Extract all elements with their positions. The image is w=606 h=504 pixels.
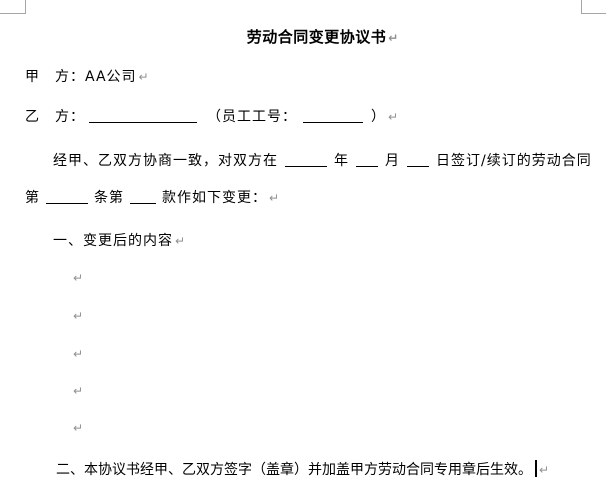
section-2-line[interactable]: 二、本协议书经甲、乙双方签字（盖章）并加盖甲方劳动合同专用章后生效。 ↵ xyxy=(56,460,549,480)
day-blank[interactable] xyxy=(407,154,429,167)
clause-word-tail: 款作如下变更： xyxy=(162,190,267,206)
paragraph-mark-icon: ↵ xyxy=(73,309,84,323)
document-title: 劳动合同变更协议书 xyxy=(246,28,387,46)
clause-word-first: 第 xyxy=(25,190,40,206)
party-b-line[interactable]: 乙 方： （员工工号： ）↵ xyxy=(25,107,398,127)
party-a-value: AA公司 xyxy=(85,69,137,85)
document-title-line[interactable]: 劳动合同变更协议书↵ xyxy=(53,27,592,48)
party-b-label: 乙 方： xyxy=(25,109,85,125)
section-1-text: 一、变更后的内容 xyxy=(53,233,173,249)
year-label: 年 xyxy=(334,153,349,169)
intro-paragraph-line-2[interactable]: 第 条第 款作如下变更：↵ xyxy=(25,188,279,208)
empty-paragraph-line[interactable]: ↵ xyxy=(73,418,83,438)
year-blank[interactable] xyxy=(285,154,327,167)
section-2-text: 二、本协议书经甲、乙双方签字（盖章）并加盖甲方劳动合同专用章后生效。 xyxy=(56,462,532,478)
margin-crop-mark-top-left-horizontal xyxy=(0,13,26,14)
clause-word-mid: 条第 xyxy=(94,190,124,206)
intro-text-day-and-after: 日签订/续订的劳动合同 xyxy=(436,153,592,169)
empty-paragraph-line[interactable]: ↵ xyxy=(73,381,83,401)
month-blank[interactable] xyxy=(356,154,378,167)
section-1-line[interactable]: 一、变更后的内容↵ xyxy=(53,231,185,251)
party-a-line[interactable]: 甲 方：AA公司↵ xyxy=(25,67,149,87)
party-b-workid-blank[interactable] xyxy=(303,110,363,123)
party-b-name-blank[interactable] xyxy=(89,110,197,123)
margin-crop-mark-top-left-vertical xyxy=(25,0,26,13)
empty-paragraph-line[interactable]: ↵ xyxy=(73,306,83,326)
paragraph-mark-icon: ↵ xyxy=(388,110,399,124)
paragraph-mark-icon: ↵ xyxy=(388,31,399,45)
margin-crop-mark-top-right-vertical xyxy=(581,0,582,13)
paragraph-mark-icon: ↵ xyxy=(73,421,84,435)
text-cursor xyxy=(535,460,537,477)
empty-paragraph-line[interactable]: ↵ xyxy=(73,268,83,288)
month-label: 月 xyxy=(385,153,400,169)
paragraph-mark-icon: ↵ xyxy=(73,271,84,285)
intro-text-before-year: 经甲、乙双方协商一致，对双方在 xyxy=(53,153,278,169)
paragraph-mark-icon: ↵ xyxy=(73,347,84,361)
party-b-workid-bracket-close: ） xyxy=(371,109,386,125)
party-a-label: 甲 方： xyxy=(25,69,85,85)
paragraph-mark-icon: ↵ xyxy=(73,384,84,398)
margin-crop-mark-top-right-horizontal xyxy=(581,13,606,14)
paragraph-mark-icon: ↵ xyxy=(175,234,186,248)
party-b-workid-bracket-open: （员工工号： xyxy=(207,109,297,125)
empty-paragraph-line[interactable]: ↵ xyxy=(73,344,83,364)
intro-paragraph-line-1[interactable]: 经甲、乙双方协商一致，对双方在 年 月 日签订/续订的劳动合同 xyxy=(53,151,592,171)
clause-number-blank[interactable] xyxy=(46,191,88,204)
paragraph-mark-icon: ↵ xyxy=(539,463,550,477)
paragraph-mark-icon: ↵ xyxy=(269,191,280,205)
item-number-blank[interactable] xyxy=(130,191,156,204)
paragraph-mark-icon: ↵ xyxy=(138,70,149,84)
